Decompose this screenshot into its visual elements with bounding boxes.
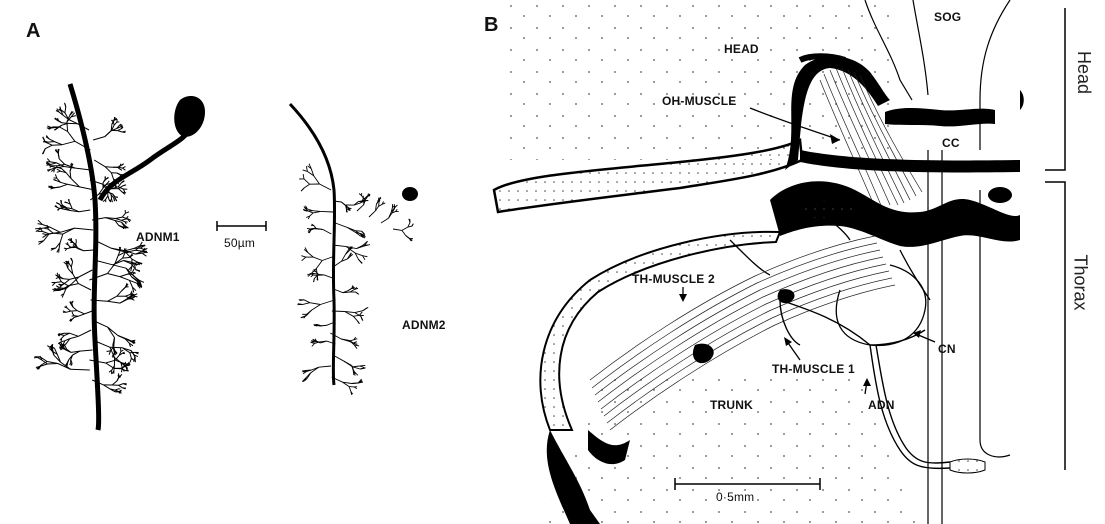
adnm1-soma [174,96,205,137]
adn-terminal [950,459,985,473]
neuron-drawings-svg [0,0,480,524]
adnm1-label: ADNM1 [136,230,180,244]
adnm2-label: ADNM2 [402,318,446,332]
anatomy-svg [480,0,1105,524]
panel-a-neuron-drawings: A ADNM1 50µm ADNM2 [0,0,480,524]
side-brackets [1045,8,1065,470]
head-region-label: Head [1073,51,1094,94]
adnm1-axon [70,84,99,430]
oh-muscle-label: OH-MUSCLE [662,94,736,108]
cc-label: CC [942,136,960,150]
thorax-region-label: Thorax [1070,254,1091,310]
th-muscle-2-label: TH-MUSCLE 2 [632,272,715,286]
th-muscle-1-label: TH-MUSCLE 1 [772,362,855,376]
adn-label: ADN [868,398,895,412]
cn-label: CN [938,342,956,356]
head-label: HEAD [724,42,759,56]
trunk-label: TRUNK [710,398,753,412]
adnm1-dendritic-arbor [34,103,148,394]
adnm2-dendritic-arbor [297,164,413,395]
panel-b-anatomy-diagram: B [480,0,1105,524]
adnm2-soma [402,187,418,201]
panel-b-scale-bar-label: 0·5mm [716,490,754,504]
panel-a-scale-bar [217,221,266,231]
panel-a-scale-bar-label: 50µm [224,236,255,250]
sog-label: SOG [934,10,961,24]
